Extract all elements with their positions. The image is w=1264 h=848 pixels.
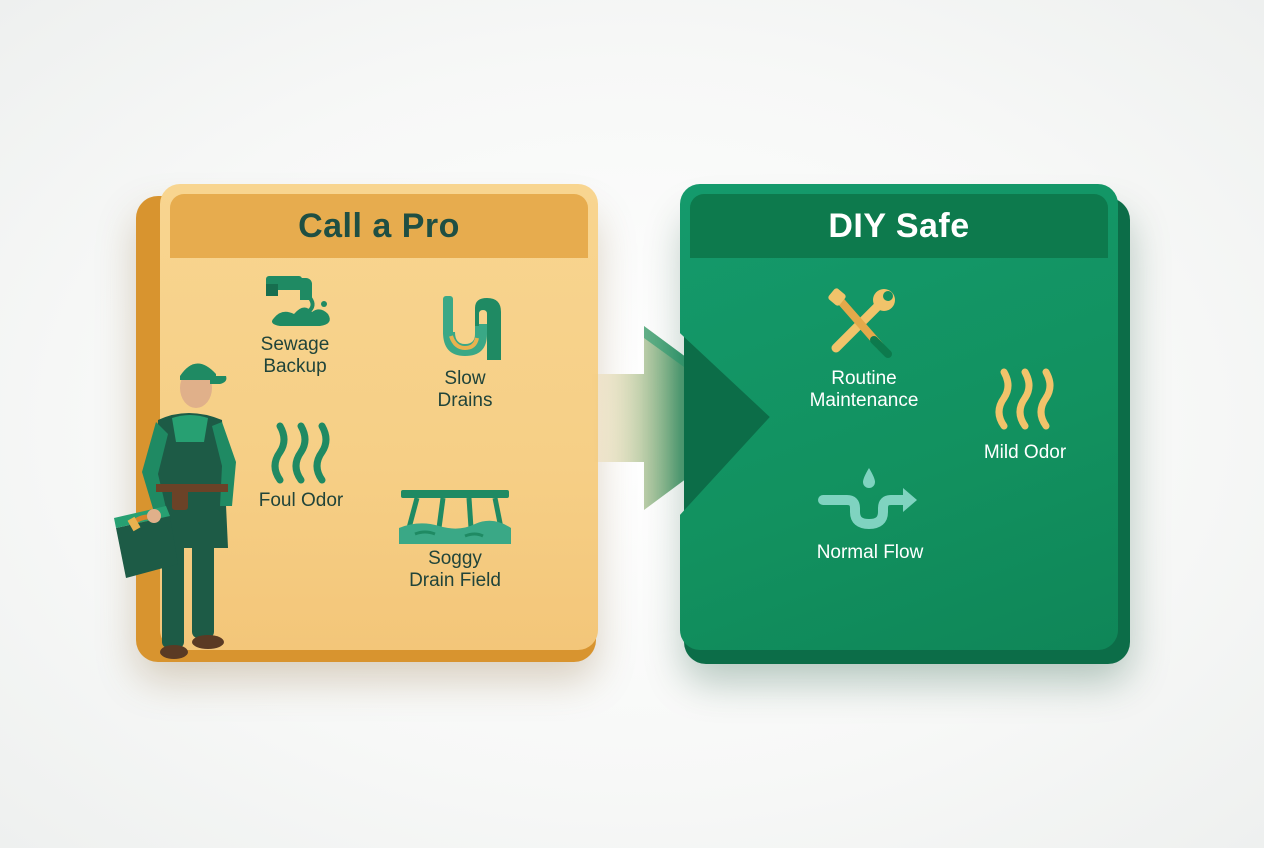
soggy-drain-field-item: Soggy Drain Field: [380, 488, 530, 592]
normal-flow-item: Normal Flow: [790, 464, 950, 564]
sewage-backup-item: Sewage Backup: [230, 270, 360, 378]
call-pro-header: Call a Pro: [170, 194, 588, 258]
foul-odor-item: Foul Odor: [236, 420, 366, 512]
routine-maintenance-item: Routine Maintenance: [784, 288, 944, 412]
plumber-figure: [114, 363, 236, 659]
mild-odor-label: Mild Odor: [983, 442, 1067, 463]
diy-safe-title: DIY Safe: [828, 206, 970, 245]
soggy-drain-field-label: Soggy Drain Field: [409, 548, 501, 591]
p-trap-pipe-icon: [443, 296, 501, 360]
slow-drains-label: Slow Drains: [437, 368, 493, 411]
odor-waves-icon: [271, 422, 330, 484]
water-flow-pipe-icon: [818, 468, 917, 530]
sewage-pipe-icon: [266, 276, 330, 326]
mild-odor-item: Mild Odor: [950, 366, 1100, 464]
routine-maintenance-label: Routine Maintenance: [809, 368, 919, 411]
foul-odor-label: Foul Odor: [258, 490, 344, 511]
wrench-screwdriver-icon: [828, 288, 895, 358]
normal-flow-label: Normal Flow: [816, 542, 924, 563]
drain-field-icon: [399, 490, 511, 544]
diy-safe-header: DIY Safe: [690, 194, 1108, 258]
slow-drains-item: Slow Drains: [400, 292, 530, 412]
call-pro-title: Call a Pro: [298, 206, 460, 245]
sewage-backup-label: Sewage Backup: [260, 334, 330, 377]
mild-odor-waves-icon: [995, 368, 1054, 430]
call-pro-card: Call a Pro Sewage Backup Slow Drains: [160, 184, 598, 650]
